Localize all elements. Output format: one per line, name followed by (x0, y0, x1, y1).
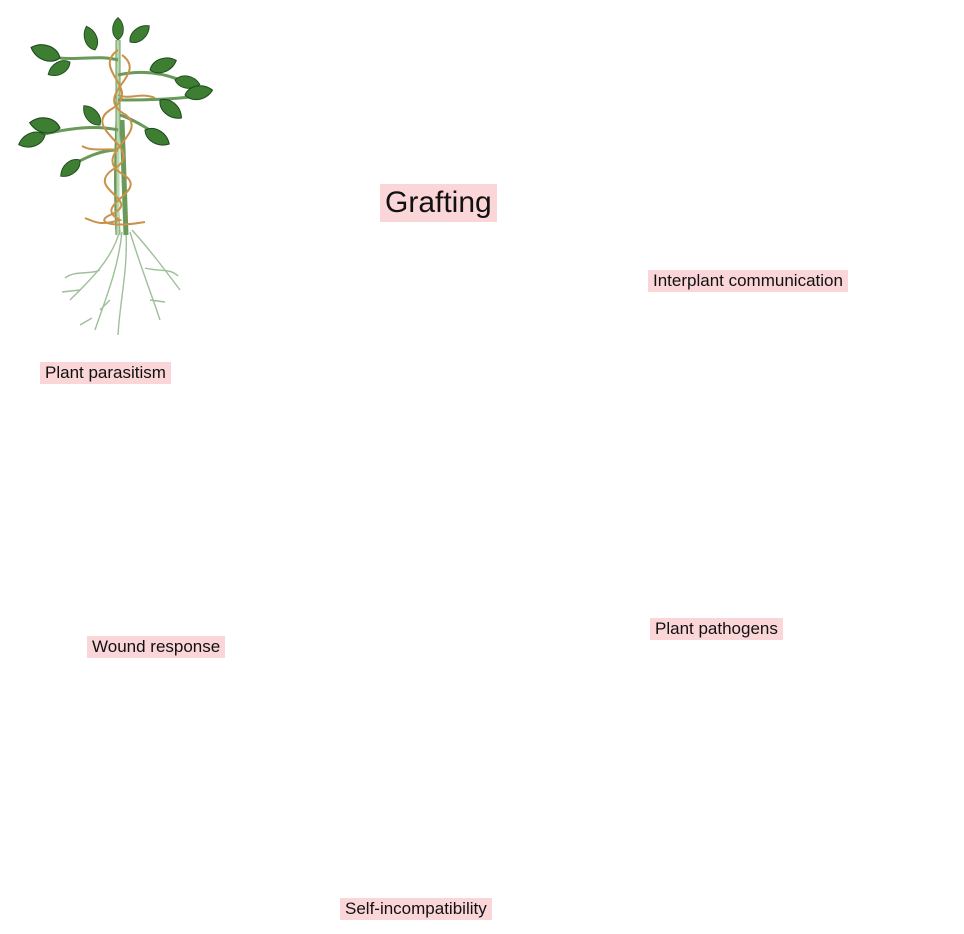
label-interplant-communication: Interplant communication (648, 270, 848, 292)
parasitized-plant-icon (16, 18, 213, 335)
label-self-incompatibility: Self-incompatibility (340, 898, 492, 920)
label-plant-pathogens: Plant pathogens (650, 618, 783, 640)
label-wound-response: Wound response (87, 636, 225, 658)
label-plant-parasitism: Plant parasitism (40, 362, 171, 384)
diagram-title: Grafting (380, 184, 497, 222)
